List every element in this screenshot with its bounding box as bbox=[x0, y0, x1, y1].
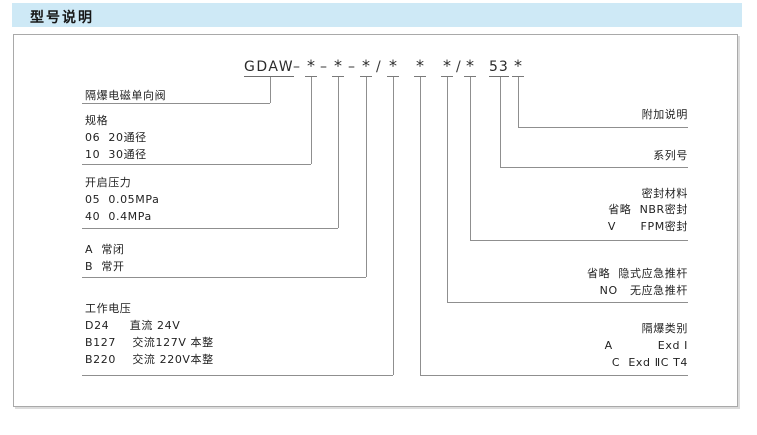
connector-vline-pushrod bbox=[447, 77, 448, 302]
connector-vline-notes bbox=[518, 77, 519, 127]
label-spec-title: 规格 bbox=[85, 114, 109, 127]
model-code-slash: / bbox=[376, 59, 381, 75]
label-pushrod-default: 省略 隐式应急推杆 bbox=[587, 267, 688, 280]
code-tick bbox=[512, 76, 524, 77]
connector-vline-voltage bbox=[393, 77, 394, 375]
model-code-separator: – bbox=[320, 59, 327, 75]
label-spec-06: 06 20通径 bbox=[85, 131, 147, 144]
label-voltage-title: 工作电压 bbox=[85, 302, 132, 315]
model-code-star-1: * bbox=[307, 56, 315, 75]
connector-hline-notes bbox=[518, 127, 688, 128]
code-tick bbox=[414, 76, 426, 77]
code-tick bbox=[387, 76, 399, 77]
model-code-star-3: * bbox=[362, 56, 370, 75]
label-additional-notes: 附加说明 bbox=[641, 108, 688, 121]
connector-hline-series bbox=[500, 167, 688, 168]
model-code-star-6: * bbox=[443, 56, 451, 75]
model-code-star-8: * bbox=[514, 56, 522, 75]
connector-hline-seal bbox=[470, 240, 688, 241]
code-tick bbox=[464, 76, 476, 77]
label-seal-title: 密封材料 bbox=[641, 187, 688, 200]
code-tick bbox=[305, 76, 317, 77]
connector-vline-series bbox=[500, 77, 501, 167]
model-code-separator: – bbox=[348, 59, 355, 75]
label-category-a: A Exd Ⅰ bbox=[604, 339, 688, 352]
connector-vline-seal bbox=[470, 77, 471, 240]
label-voltage-b220: B220 交流 220V本整 bbox=[85, 353, 214, 366]
label-voltage-d24: D24 直流 24V bbox=[85, 319, 181, 332]
label-pressure-title: 开启压力 bbox=[85, 176, 132, 189]
model-code-prefix: GDAW bbox=[244, 59, 295, 77]
connector-hline-pushrod bbox=[447, 302, 688, 303]
model-code-series: 53 bbox=[489, 59, 509, 77]
label-seal-nbr: 省略 NBR密封 bbox=[608, 203, 688, 216]
section-header-band: 型号说明 bbox=[12, 3, 742, 27]
model-code-star-7: * bbox=[466, 56, 474, 75]
model-code-separator: – bbox=[293, 59, 300, 75]
label-pressure-05: 05 0.05MPa bbox=[85, 193, 160, 206]
connector-vline-state bbox=[366, 77, 367, 277]
model-code-star-5: * bbox=[416, 56, 424, 75]
label-pushrod-no: NO 无应急推杆 bbox=[599, 284, 688, 297]
code-tick bbox=[332, 76, 344, 77]
label-category-title: 隔爆类别 bbox=[641, 322, 688, 335]
label-series-number: 系列号 bbox=[653, 149, 688, 162]
connector-vline-spec bbox=[311, 77, 312, 164]
model-code-star-2: * bbox=[334, 56, 342, 75]
label-category-c: C Exd ⅡC T4 bbox=[611, 356, 688, 369]
code-tick bbox=[360, 76, 372, 77]
label-voltage-b127: B127 交流127V 本整 bbox=[85, 336, 214, 349]
label-state-a: A 常闭 bbox=[85, 243, 125, 256]
connector-hline-spec bbox=[82, 164, 311, 165]
model-code-slash: / bbox=[456, 59, 461, 75]
connector-hline-state bbox=[82, 277, 366, 278]
label-seal-fpm: V FPM密封 bbox=[607, 220, 688, 233]
label-pressure-40: 40 0.4MPa bbox=[85, 210, 152, 223]
label-product-name: 隔爆电磁单向阀 bbox=[85, 89, 167, 102]
connector-hline-category bbox=[420, 375, 688, 376]
section-title: 型号说明 bbox=[30, 10, 94, 26]
connector-vline-category bbox=[420, 77, 421, 375]
connector-hline-pressure bbox=[82, 228, 338, 229]
model-code-star-4: * bbox=[389, 56, 397, 75]
connector-vline-product bbox=[270, 77, 271, 103]
label-state-b: B 常开 bbox=[85, 260, 125, 273]
label-spec-10: 10 30通径 bbox=[85, 148, 147, 161]
connector-hline-voltage bbox=[82, 375, 393, 376]
connector-vline-pressure bbox=[338, 77, 339, 228]
code-tick bbox=[441, 76, 453, 77]
connector-hline-product bbox=[82, 103, 270, 104]
diagram-frame bbox=[13, 34, 738, 407]
